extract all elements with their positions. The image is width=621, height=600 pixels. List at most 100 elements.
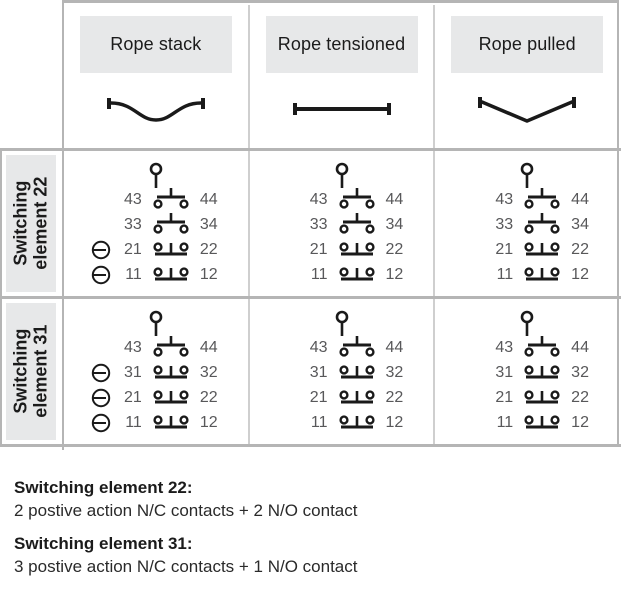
contact-row-43-44: 43 44 — [86, 188, 226, 213]
positive-action-icon — [86, 239, 116, 261]
terminal-number-left: 21 — [495, 389, 514, 406]
terminal-number-left: 43 — [309, 191, 328, 208]
terminal-number-left: 31 — [124, 364, 142, 381]
nc-contact-icon — [335, 361, 379, 385]
terminal-number-left: 21 — [495, 241, 514, 258]
contact-row-11-12: 11 12 — [86, 263, 226, 288]
caption-title: Switching element 31: — [14, 534, 193, 553]
actuator-icon — [272, 310, 412, 336]
contact-row-43-44: 43 44 — [272, 336, 412, 361]
terminal-number-right: 22 — [199, 241, 218, 258]
terminal-number-right: 44 — [385, 191, 404, 208]
caption-element-31: Switching element 31: 3 postive action N… — [14, 534, 614, 577]
contact-row-11-12: 11 12 — [272, 263, 412, 288]
terminal-number-right: 44 — [385, 339, 404, 356]
terminal-number-left: 11 — [496, 414, 514, 431]
actuator-icon — [272, 162, 412, 188]
caption-list: Switching element 22: 2 postive action N… — [14, 478, 614, 590]
positive-action-icon — [86, 362, 116, 384]
terminal-number-right: 44 — [571, 339, 589, 356]
contact-row-21-22: 21 22 — [86, 386, 226, 411]
contact-row-43-44: 43 44 — [272, 188, 412, 213]
nc-contact-icon — [520, 361, 564, 385]
no-contact-icon — [335, 188, 379, 212]
nc-contact-icon — [520, 238, 564, 262]
terminal-number-right: 12 — [199, 414, 218, 431]
rope-v-icon — [467, 89, 587, 133]
nc-contact-icon — [335, 263, 379, 287]
table-rule-row1-row2 — [0, 296, 621, 299]
row-label-line1: Switching — [10, 181, 31, 266]
caption-element-22: Switching element 22: 2 postive action N… — [14, 478, 614, 521]
no-contact-icon — [520, 188, 564, 212]
terminal-number-right: 12 — [199, 266, 218, 283]
terminal-number-right: 22 — [199, 389, 218, 406]
terminal-number-right: 22 — [571, 241, 589, 258]
terminal-number-left: 33 — [309, 216, 328, 233]
caption-title: Switching element 22: — [14, 478, 193, 497]
table-top-rule — [62, 0, 619, 3]
terminal-number-left: 21 — [124, 241, 142, 258]
terminal-number-left: 11 — [125, 266, 142, 283]
nc-contact-icon — [149, 238, 193, 262]
terminal-number-right: 12 — [385, 414, 404, 431]
no-contact-icon — [520, 336, 564, 360]
row-label-switching-element-31: Switching element 31 — [6, 303, 56, 440]
nc-contact-icon — [149, 361, 193, 385]
terminal-number-right: 34 — [199, 216, 218, 233]
nc-contact-icon — [520, 411, 564, 435]
terminal-number-left: 11 — [310, 266, 328, 283]
no-contact-icon — [149, 336, 193, 360]
terminal-number-right: 12 — [385, 266, 404, 283]
terminal-number-left: 33 — [124, 216, 142, 233]
terminal-number-right: 34 — [385, 216, 404, 233]
row-label-switching-element-22: Switching element 22 — [6, 155, 56, 292]
nc-contact-icon — [149, 411, 193, 435]
terminal-number-left: 43 — [124, 191, 142, 208]
nc-contact-icon — [335, 238, 379, 262]
terminal-number-right: 44 — [199, 191, 218, 208]
terminal-number-left: 43 — [495, 191, 514, 208]
terminal-number-left: 11 — [496, 266, 514, 283]
terminal-number-right: 32 — [385, 364, 404, 381]
terminal-number-right: 22 — [385, 389, 404, 406]
terminal-number-left: 21 — [124, 389, 142, 406]
rope-state-header-row: Rope stack Rope tensioned Rope pulle — [64, 5, 619, 148]
switching-element-diagram: Rope stack Rope tensioned Rope pulle — [0, 0, 621, 450]
no-contact-icon — [520, 213, 564, 237]
nc-contact-icon — [335, 411, 379, 435]
no-contact-icon — [335, 336, 379, 360]
caption-text: 2 postive action N/C contacts + 2 N/O co… — [14, 501, 358, 520]
header-cell-rope-pulled: Rope pulled — [433, 5, 619, 148]
positive-action-icon — [86, 264, 116, 286]
contact-stack: 43 44 33 34 21 22 11 12 — [86, 160, 226, 288]
actuator-icon — [86, 310, 226, 336]
contact-row-21-22: 21 22 — [457, 238, 597, 263]
actuator-icon — [457, 310, 597, 336]
nc-contact-icon — [335, 386, 379, 410]
terminal-number-left: 11 — [125, 414, 142, 431]
terminal-number-left: 43 — [309, 339, 328, 356]
actuator-icon — [457, 162, 597, 188]
header-cell-rope-stack: Rope stack — [64, 5, 248, 148]
terminal-number-right: 32 — [571, 364, 589, 381]
terminal-number-right: 34 — [571, 216, 589, 233]
header-cell-rope-tensioned: Rope tensioned — [247, 5, 434, 148]
column-title-rope-pulled: Rope pulled — [451, 16, 604, 73]
terminal-number-right: 12 — [571, 266, 589, 283]
